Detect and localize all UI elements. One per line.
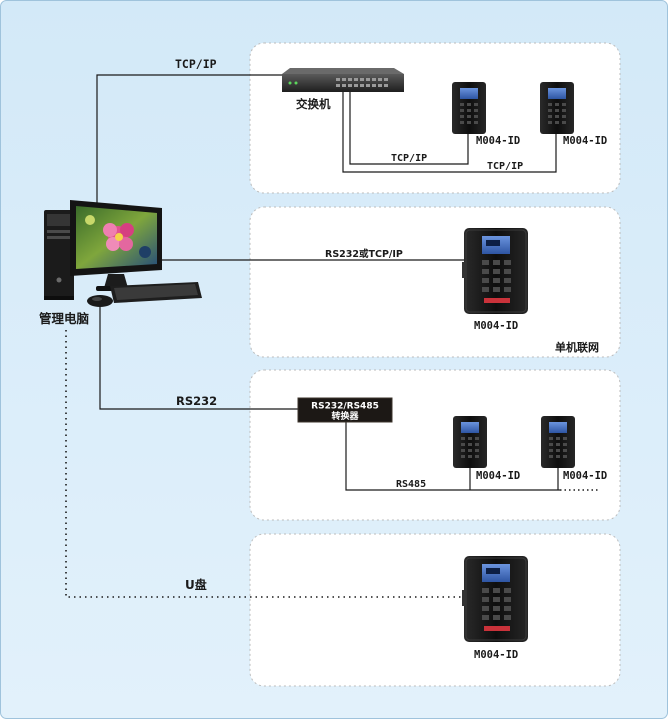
tcpip-sub-link2-label: TCP/IP	[487, 161, 523, 172]
device-standalone-icon	[462, 228, 528, 314]
device-tcpip-1-label: M004-ID	[476, 135, 520, 147]
rs232-link-line	[99, 300, 298, 410]
tcpip-sub-link1-line	[349, 92, 469, 165]
tcpip-link-label: TCP/IP	[175, 57, 217, 71]
device-usb-label: M004-ID	[474, 649, 518, 661]
device-tcpip-2-label: M004-ID	[563, 135, 607, 147]
rs485-bus-line	[345, 422, 560, 491]
rs485-bus-label: RS485	[396, 479, 426, 490]
device-standalone-label: M004-ID	[474, 320, 518, 332]
panel-standalone	[249, 206, 621, 358]
panel-usb	[249, 533, 621, 687]
tcpip-sub-link1-label: TCP/IP	[391, 153, 427, 164]
standalone-link-label: RS232或TCP/IP	[325, 248, 403, 260]
device-rs485-1-icon	[453, 416, 487, 468]
device-rs485-2-label: M004-ID	[563, 470, 607, 482]
device-rs485-2-icon	[541, 416, 575, 468]
usb-link-line	[65, 330, 466, 598]
usb-link-label: U盘	[185, 577, 207, 592]
rs232-link-label: RS232	[176, 394, 217, 408]
standalone-section-label: 单机联网	[555, 340, 599, 354]
computer-label: 管理电脑	[39, 311, 90, 326]
converter-icon	[297, 397, 393, 423]
converter-label-line1: RS232/RS485	[311, 402, 379, 412]
device-usb-icon	[462, 556, 528, 642]
tcpip-link-line	[96, 74, 282, 204]
switch-label: 交换机	[296, 97, 331, 111]
switch-icon	[282, 68, 404, 92]
device-rs485-1-label: M004-ID	[476, 470, 520, 482]
converter-label-line2: 转换器	[331, 410, 359, 422]
device-tcpip-1-icon	[452, 82, 486, 134]
tcpip-sub-link2-line	[342, 92, 557, 173]
computer-icon	[44, 200, 202, 307]
device-tcpip-2-icon	[540, 82, 574, 134]
